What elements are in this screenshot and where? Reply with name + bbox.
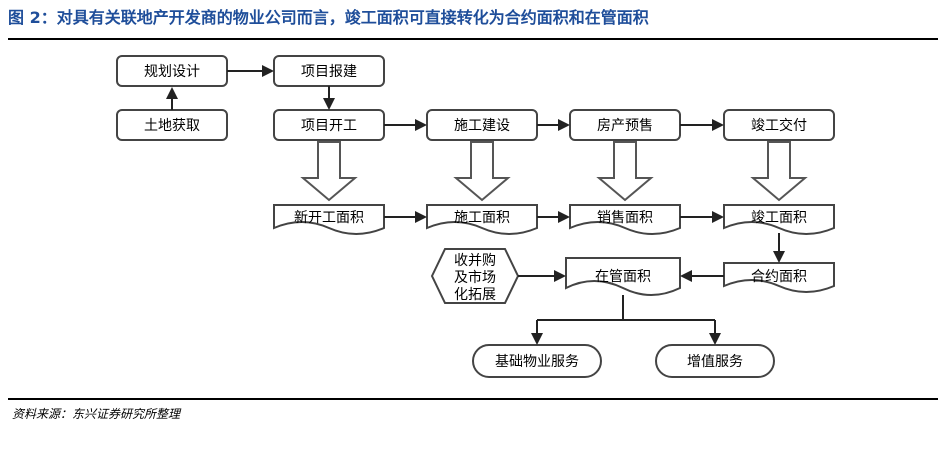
node-planning-design-label: 规划设计 [144,64,200,80]
arrow-managed-to-services [531,295,721,345]
node-construction-area-label: 施工面积 [454,210,510,226]
arrow-construction-to-presale [537,119,570,131]
arrow-planning-to-approval [227,65,274,77]
block-arrow-delivery-to-completed [750,141,808,202]
arrow-sales-to-completed [680,211,724,223]
node-completed-area-label: 竣工面积 [751,210,807,226]
node-value-added-services-label: 增值服务 [687,354,743,370]
node-contracted-area: 合约面积 [723,262,835,293]
node-construction: 施工建设 [426,109,538,141]
block-arrow-start-to-new [300,141,358,202]
node-basic-services: 基础物业服务 [472,344,602,378]
node-new-start-area: 新开工面积 [273,204,385,235]
arrow-presale-to-delivery [680,119,724,131]
node-construction-label: 施工建设 [454,118,510,134]
arrow-approval-to-start [323,86,335,110]
top-rule [8,38,938,40]
node-managed-area-label: 在管面积 [595,269,651,285]
node-construction-area: 施工面积 [426,204,538,235]
node-ma-expansion: 收并购 及市场 化拓展 [430,248,520,304]
node-new-start-area-label: 新开工面积 [294,210,364,226]
node-basic-services-label: 基础物业服务 [495,353,579,370]
arrow-completed-to-contracted [773,233,785,263]
arrow-land-to-planning [166,87,178,110]
node-project-approval-label: 项目报建 [301,64,357,80]
node-land-acquisition: 土地获取 [116,109,228,141]
node-sales-area-label: 销售面积 [597,210,653,226]
arrow-start-to-construction [384,119,427,131]
node-ma-expansion-line-1: 收并购 [454,253,496,269]
node-presale-label: 房产预售 [597,118,653,134]
arrow-expansion-to-managed [518,270,566,282]
node-planning-design: 规划设计 [116,55,228,87]
node-sales-area: 销售面积 [569,204,681,235]
node-ma-expansion-line-3: 化拓展 [454,287,496,303]
node-delivery: 竣工交付 [723,109,835,141]
node-land-acquisition-label: 土地获取 [144,118,200,134]
bottom-rule [8,398,938,400]
node-delivery-label: 竣工交付 [751,117,807,134]
node-contracted-area-label: 合约面积 [751,269,807,285]
node-managed-area: 在管面积 [565,257,681,296]
node-ma-expansion-line-2: 及市场 [454,269,496,286]
arrow-construction-area-to-sales [537,211,570,223]
arrow-newstart-to-construction-area [384,211,427,223]
block-arrow-construction-to-area [453,141,511,202]
node-project-start-label: 项目开工 [301,118,357,134]
block-arrow-presale-to-sales [596,141,654,202]
node-project-start: 项目开工 [273,109,385,141]
figure-title: 图 2：对具有关联地产开发商的物业公司而言，竣工面积可直接转化为合约面积和在管面… [8,8,649,27]
source-note: 资料来源：东兴证券研究所整理 [12,407,181,421]
node-project-approval: 项目报建 [273,55,385,87]
arrow-contracted-to-managed [680,270,724,282]
node-value-added-services: 增值服务 [655,344,775,378]
node-completed-area: 竣工面积 [723,204,835,235]
node-presale: 房产预售 [569,109,681,141]
